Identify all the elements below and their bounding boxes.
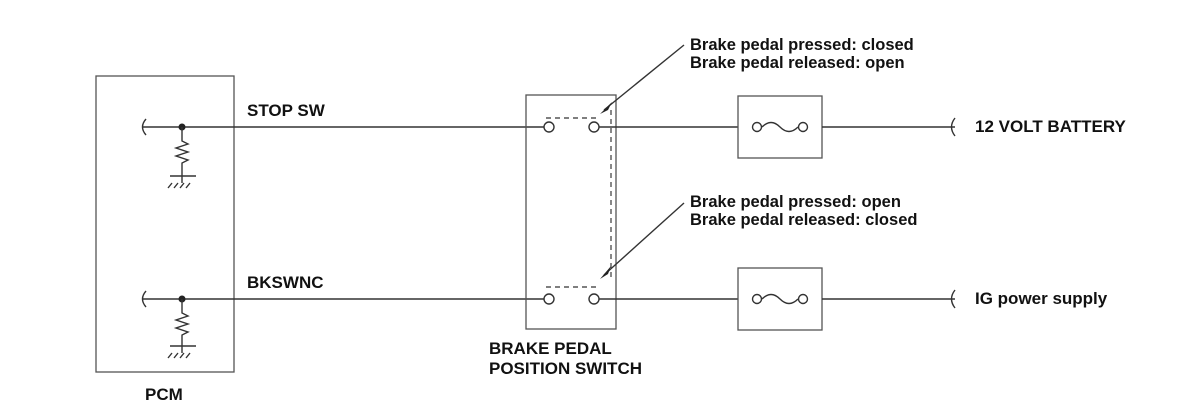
- resistor-symbol: [173, 299, 191, 346]
- battery-fuse: [737, 95, 956, 159]
- upper-callout-line2: Brake pedal released: open: [690, 54, 905, 72]
- upper-switch-contacts: [543, 117, 738, 133]
- ig-supply-label: IG power supply: [975, 289, 1108, 308]
- stop-sw-circuit: [141, 118, 544, 189]
- connector-break-symbol: [950, 289, 956, 309]
- resistor-symbol: [173, 127, 191, 176]
- stop-sw-label: STOP SW: [247, 101, 325, 120]
- brake-switch-box: [525, 94, 617, 330]
- pcm-box: [95, 75, 235, 373]
- upper-callout-line1: Brake pedal pressed: closed: [690, 36, 914, 54]
- brake-switch-label-line1: BRAKE PEDAL: [489, 339, 612, 358]
- lower-switch-contacts: [543, 286, 738, 305]
- bkswnc-circuit: [141, 290, 544, 359]
- lower-callout-line1: Brake pedal pressed: open: [690, 193, 901, 211]
- upper-callout-arrow: [600, 44, 685, 114]
- connector-break-symbol: [950, 117, 956, 137]
- ig-fuse: [737, 267, 956, 331]
- pcm-label: PCM: [145, 385, 183, 404]
- bkswnc-label: BKSWNC: [247, 273, 324, 292]
- battery-label: 12 VOLT BATTERY: [975, 117, 1126, 136]
- lower-callout-arrow: [600, 202, 685, 279]
- brake-switch-label-line2: POSITION SWITCH: [489, 359, 642, 378]
- lower-callout-line2: Brake pedal released: closed: [690, 211, 918, 229]
